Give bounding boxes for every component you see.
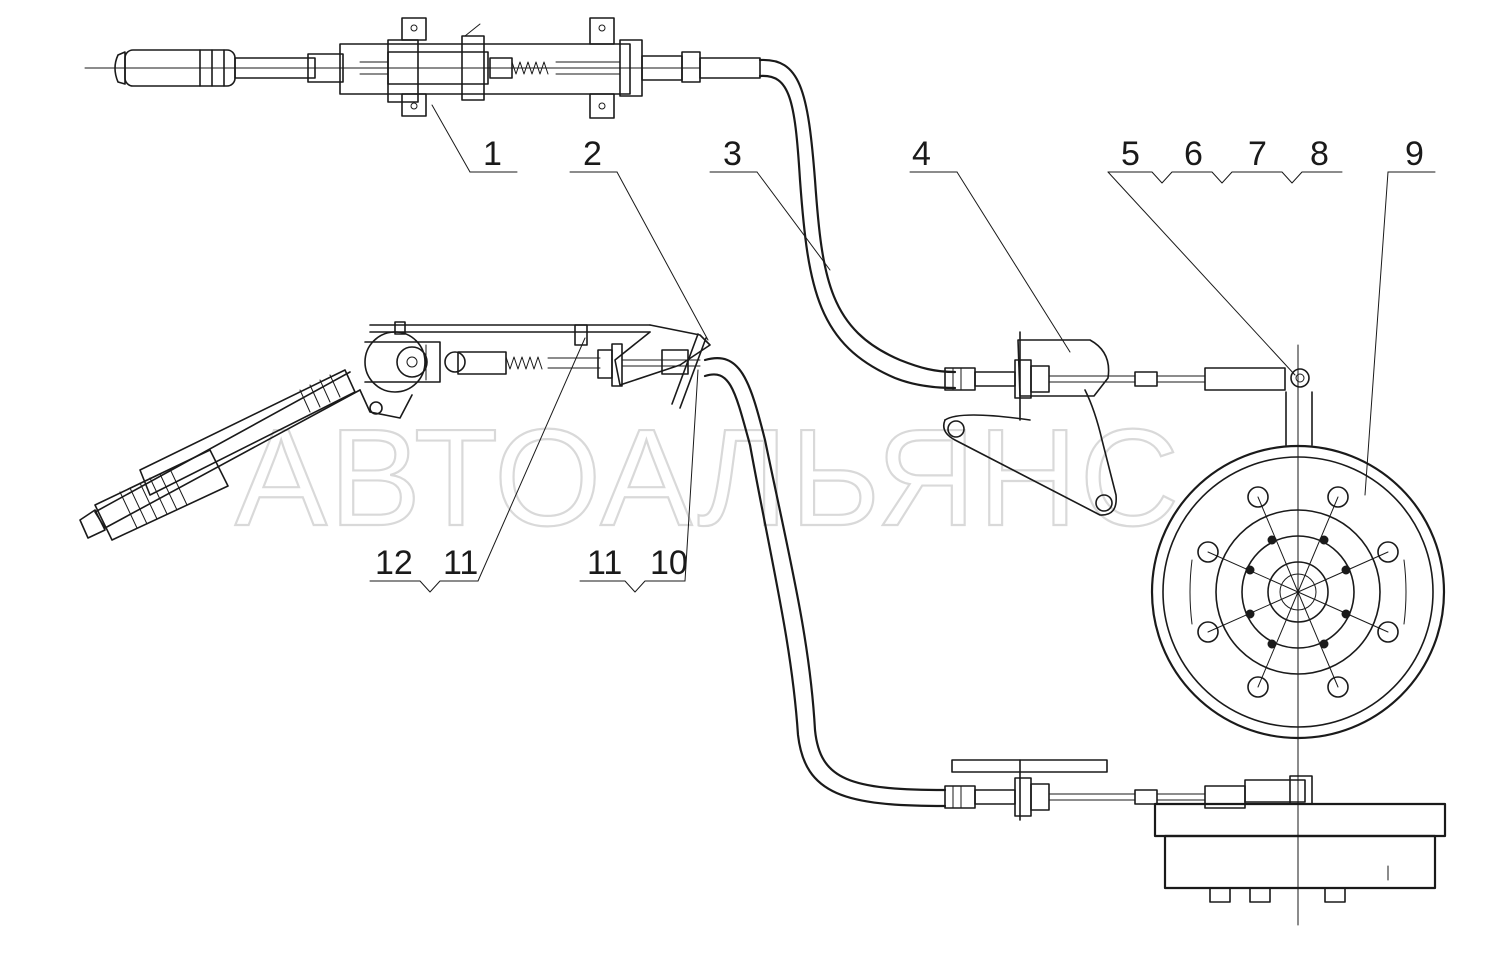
callout-9: 9 <box>1405 135 1424 173</box>
bottom-cable-fitting <box>944 759 1313 821</box>
callout-numbers: 1 2 3 4 5 6 7 8 9 12 11 11 10 <box>375 135 1424 582</box>
callout-1: 1 <box>483 135 502 173</box>
leader-lines <box>369 104 1436 593</box>
left-lever-assembly <box>79 321 711 541</box>
callout-8: 8 <box>1310 135 1329 173</box>
callout-5: 5 <box>1121 135 1140 173</box>
callout-10: 10 <box>650 544 688 582</box>
callout-11-right: 11 <box>587 544 622 582</box>
cable-bottom <box>703 357 947 808</box>
callout-12: 12 <box>375 544 413 582</box>
callout-2: 2 <box>583 135 602 173</box>
brake-drum-front-view <box>1150 419 1446 761</box>
brake-drum-side-view <box>1153 802 1447 903</box>
watermark-text: АВТОАЛЬЯНС <box>235 401 1181 555</box>
callout-6: 6 <box>1184 135 1203 173</box>
top-lever-assembly <box>84 17 761 119</box>
cable-top <box>758 58 957 390</box>
callout-7: 7 <box>1248 135 1267 173</box>
callout-11-left: 11 <box>443 544 478 582</box>
callout-4: 4 <box>912 135 931 173</box>
callout-3: 3 <box>723 135 742 173</box>
